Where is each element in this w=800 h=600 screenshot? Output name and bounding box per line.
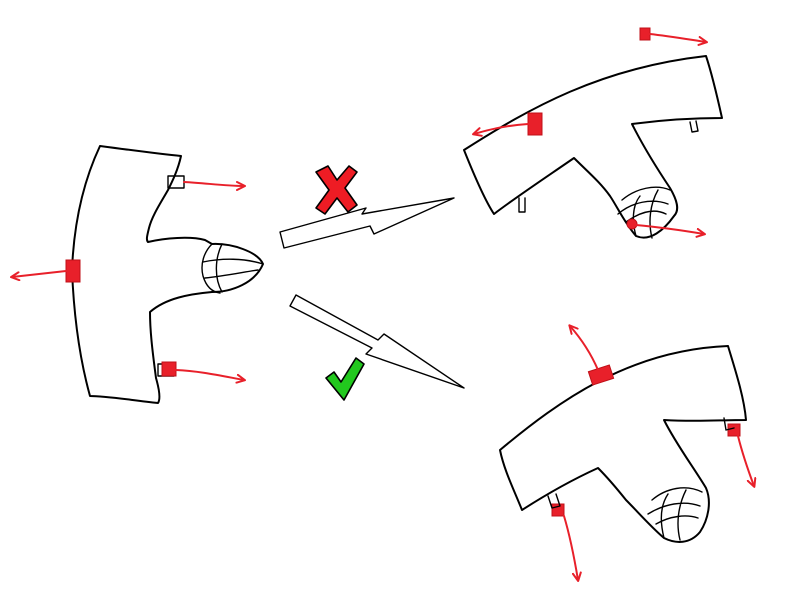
wrong-nose-vector bbox=[635, 224, 706, 238]
source-ship bbox=[10, 145, 264, 404]
wrong-bottom-stub bbox=[518, 197, 526, 213]
source-nose-cone bbox=[201, 243, 264, 294]
correct-result-ship bbox=[499, 324, 757, 582]
correct-top-thruster bbox=[587, 364, 615, 386]
source-bottom-thruster-mark bbox=[161, 361, 177, 377]
correct-ship-outline bbox=[499, 345, 747, 543]
source-left-vector bbox=[10, 270, 67, 282]
correct-right-thruster bbox=[727, 423, 741, 437]
source-top-vector bbox=[183, 180, 246, 191]
wrong-nose-cone bbox=[617, 186, 671, 239]
wrong-result-ship bbox=[463, 27, 723, 239]
wrong-far-vector bbox=[649, 33, 708, 46]
source-left-thruster bbox=[65, 259, 81, 283]
transform-arrow-up bbox=[279, 197, 455, 249]
source-bottom-vector bbox=[175, 369, 246, 384]
wrong-right-stub bbox=[689, 120, 699, 133]
cross-icon bbox=[315, 165, 358, 215]
transform-arrow-down bbox=[289, 294, 465, 389]
check-icon bbox=[325, 357, 365, 401]
correct-bottom-stub bbox=[547, 493, 561, 509]
wrong-ship-outline bbox=[463, 55, 723, 239]
wrong-top-thruster bbox=[527, 112, 543, 136]
correct-right-vector bbox=[737, 435, 757, 488]
wrong-top-vector bbox=[472, 123, 529, 137]
correct-right-stub bbox=[723, 417, 735, 431]
wrong-nose-thruster bbox=[626, 218, 638, 230]
correct-bottom-vector bbox=[563, 515, 582, 582]
wrong-far-thruster bbox=[639, 27, 651, 41]
correct-nose-cone bbox=[647, 487, 703, 541]
correct-top-vector bbox=[568, 324, 599, 371]
